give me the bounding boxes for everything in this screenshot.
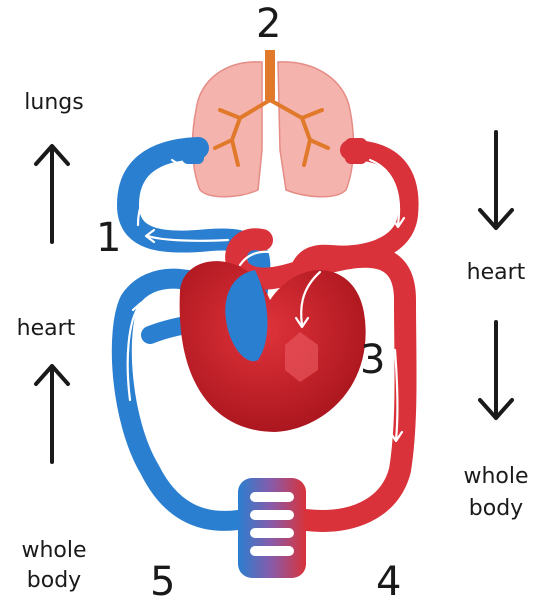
capillary-bed (238, 478, 306, 578)
arrow-up-heart-icon (36, 366, 68, 462)
arrow-down-body-icon (480, 322, 512, 418)
label-heart-right: heart (456, 260, 536, 285)
arrow-down-heart-icon (480, 132, 512, 228)
number-1: 1 (96, 218, 121, 258)
label-whole-body-left-1: whole (14, 538, 94, 563)
label-heart-left: heart (6, 316, 86, 341)
label-whole-body-left-2: body (14, 568, 94, 593)
lungs-illustration (193, 50, 354, 197)
number-5: 5 (150, 562, 175, 602)
number-2: 2 (256, 4, 281, 44)
label-whole-body-right-2: body (456, 496, 536, 521)
number-3: 3 (360, 340, 385, 380)
number-4: 4 (376, 562, 401, 602)
arrow-up-lungs-icon (36, 146, 68, 242)
label-lungs: lungs (14, 90, 94, 115)
label-whole-body-right-1: whole (456, 464, 536, 489)
